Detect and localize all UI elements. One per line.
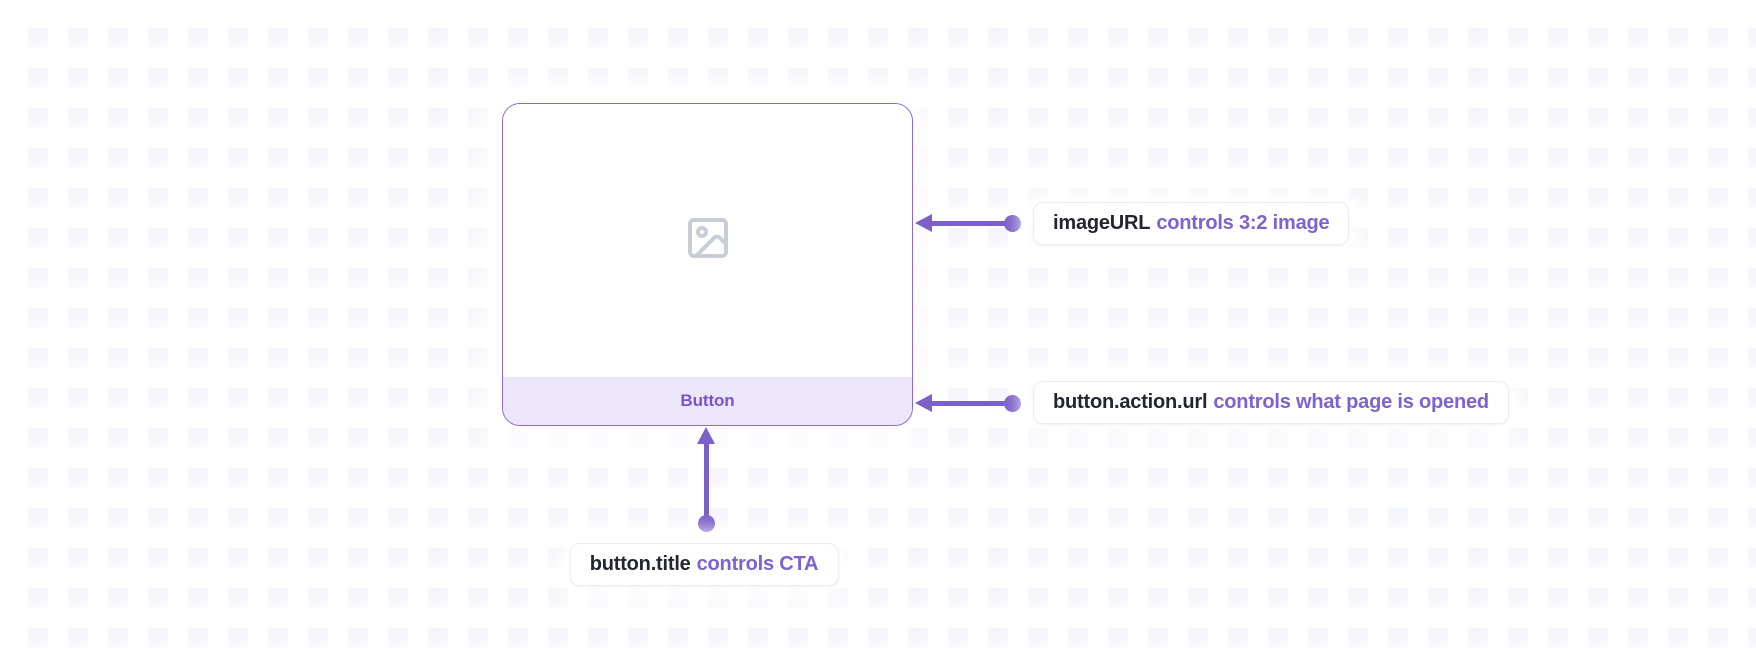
annotation-description: controls 3:2 image: [1156, 212, 1330, 234]
annotation-button-action-url: button.action.url controls what page is …: [1033, 381, 1509, 424]
annotation-description: controls CTA: [696, 553, 819, 575]
arrow-line: [929, 400, 1013, 406]
card-image-area: [503, 104, 912, 377]
annotation-image-url: imageURL controls 3:2 image: [1033, 202, 1350, 245]
annotation-field: button.action.url: [1053, 391, 1208, 413]
annotation-description: controls what page is opened: [1213, 391, 1489, 413]
arrow-left-icon: [915, 394, 932, 412]
card-preview: Button: [502, 103, 913, 426]
arrow-dot: [1004, 394, 1021, 412]
arrow-dot: [697, 514, 715, 532]
annotation-field: imageURL: [1053, 212, 1151, 234]
annotation-button-title: button.title controls CTA: [569, 543, 839, 586]
image-placeholder-icon: [684, 214, 732, 267]
arrow-left-icon: [915, 214, 932, 232]
arrow-up-icon: [697, 427, 715, 444]
arrow-dot: [1004, 214, 1021, 232]
arrow-line: [703, 441, 709, 523]
arrow-line: [929, 220, 1013, 226]
card-cta-button[interactable]: Button: [503, 377, 912, 425]
annotation-field: button.title: [589, 553, 691, 575]
